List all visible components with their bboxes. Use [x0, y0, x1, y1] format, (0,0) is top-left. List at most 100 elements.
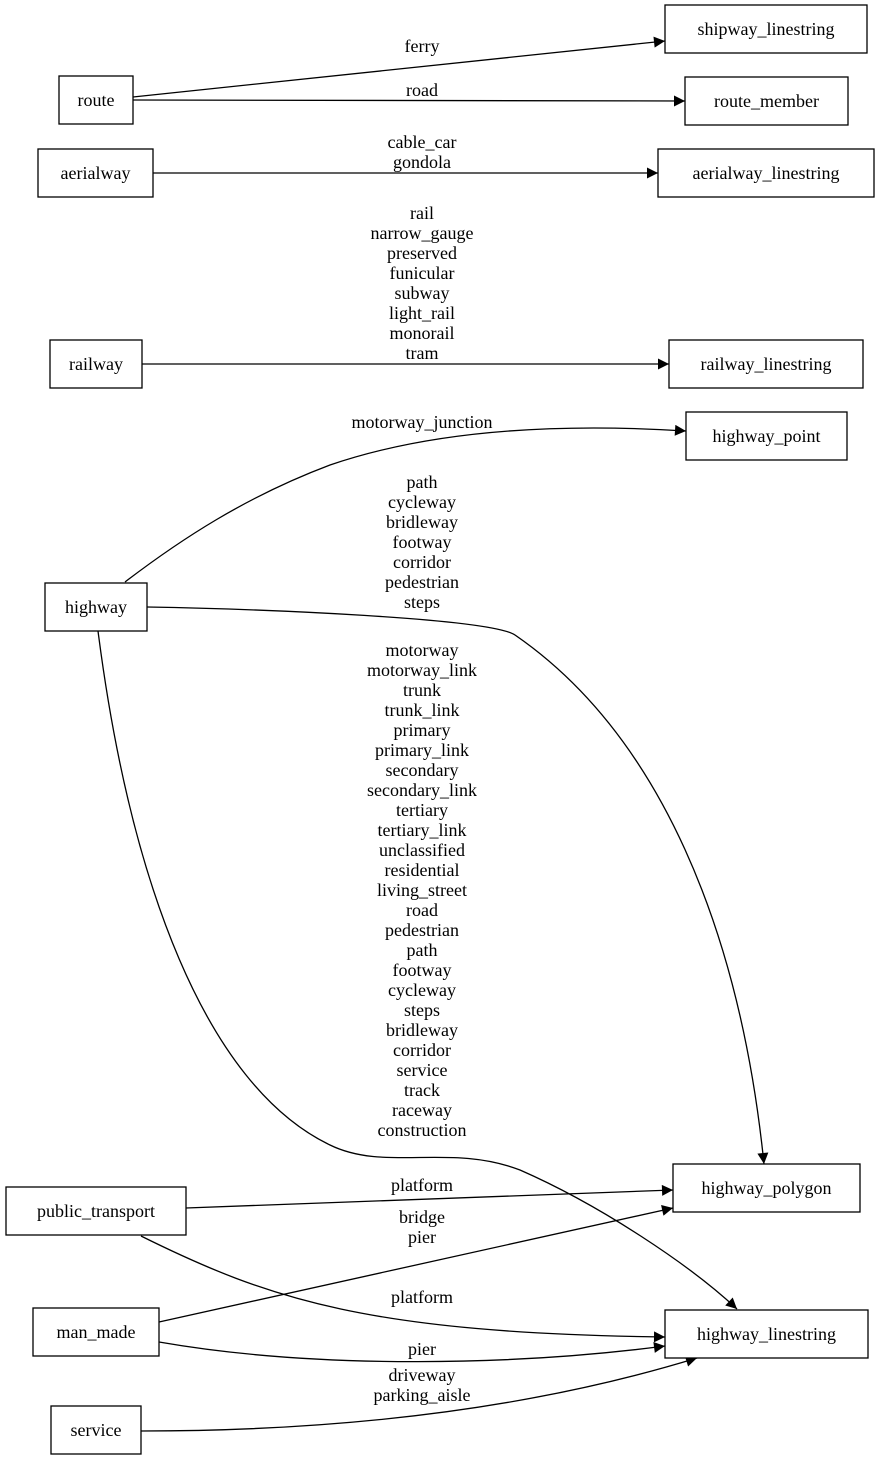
node-highway-point: highway_point [685, 411, 848, 461]
node-label: route [78, 90, 115, 110]
node-box [664, 1309, 869, 1359]
node-route-member: route_member [684, 76, 849, 126]
node-highway-linestring: highway_linestring [664, 1309, 869, 1359]
edge-label: tertiary [396, 800, 448, 820]
node-label: man_made [57, 1322, 136, 1342]
edge-railway-to-railway-linestring: railnarrow_gaugepreservedfunicularsubway… [142, 203, 669, 370]
edge-arrow [124, 424, 687, 583]
node-box [657, 148, 875, 198]
edge-label: pier [408, 1227, 436, 1247]
edge-label: secondary_link [367, 780, 477, 800]
node-man-made: man_made [32, 1307, 160, 1357]
edge-label: pier [408, 1339, 436, 1359]
edge-highway-to-highway-linestring: motorwaymotorway_linktrunktrunk_linkprim… [97, 630, 738, 1310]
node-label: highway [65, 597, 127, 617]
node-box [50, 1405, 142, 1455]
edge-label: road [406, 80, 438, 100]
nodes: route aerialway railway highway public_trans… [5, 4, 875, 1455]
edge-label: trunk_link [385, 700, 460, 720]
edge-arrow [132, 95, 686, 107]
edge-label: cable_car [388, 132, 457, 152]
edge-label: path [407, 472, 438, 492]
node-box [684, 76, 849, 126]
node-label: highway_linestring [697, 1324, 836, 1344]
edges: ferryroadcable_cargondolarailnarrow_gaug… [97, 36, 769, 1432]
node-box [668, 339, 864, 389]
edge-label: living_street [377, 880, 467, 900]
edge-label: platform [391, 1175, 453, 1195]
edge-arrow [97, 630, 738, 1310]
edge-arrow [140, 1235, 666, 1343]
node-label: aerialway_linestring [693, 163, 840, 183]
node-shipway-linestring: shipway_linestring [664, 4, 868, 54]
edge-label: pedestrian [385, 572, 459, 592]
edge-label: path [407, 940, 438, 960]
edge-label: bridleway [386, 1020, 458, 1040]
edge-label: construction [378, 1120, 467, 1140]
edge-label: monorail [390, 323, 455, 343]
edge-public-transport-to-highway-linestring: platform [140, 1235, 666, 1343]
edge-label: footway [393, 532, 452, 552]
node-aerialway-linestring: aerialway_linestring [657, 148, 875, 198]
edge-label: platform [391, 1287, 453, 1307]
edge-label: corridor [393, 552, 451, 572]
node-label: service [71, 1420, 122, 1440]
node-label: highway_point [713, 426, 821, 446]
edge-label: rail [410, 203, 434, 223]
edge-label: primary [394, 720, 451, 740]
node-label: public_transport [37, 1201, 155, 1221]
edge-highway-to-highway-point: motorway_junction [124, 412, 687, 583]
edge-route-to-route-member: road [132, 80, 686, 107]
edge-label: corridor [393, 1040, 451, 1060]
edge-label: tram [406, 343, 439, 363]
edge-route-to-shipway-linestring: ferry [132, 36, 666, 98]
edge-label: bridleway [386, 512, 458, 532]
edge-arrow [140, 1355, 698, 1432]
edge-label: motorway_link [367, 660, 477, 680]
edge-label: light_rail [389, 303, 455, 323]
node-box [32, 1307, 160, 1357]
edge-label: cycleway [388, 492, 456, 512]
edge-label: track [404, 1080, 440, 1100]
node-public-transport: public_transport [5, 1186, 187, 1236]
edge-label: unclassified [379, 840, 465, 860]
edge-label: primary_link [375, 740, 469, 760]
edge-label: steps [404, 1000, 440, 1020]
node-service: service [50, 1405, 142, 1455]
node-route: route [58, 75, 134, 125]
edge-public-transport-to-highway-polygon: platform [185, 1175, 674, 1209]
edge-label: bridge [399, 1207, 445, 1227]
node-railway: railway [49, 339, 143, 389]
node-label: aerialway [61, 163, 131, 183]
edge-label: preserved [387, 243, 457, 263]
node-box [44, 582, 148, 632]
node-box [672, 1163, 861, 1213]
node-label: railway [69, 354, 123, 374]
edge-label: tertiary_link [378, 820, 467, 840]
edge-arrow [185, 1184, 674, 1209]
edge-label: trunk [403, 680, 441, 700]
edge-label: driveway [389, 1365, 456, 1385]
edge-man-made-to-highway-linestring: pier [158, 1339, 666, 1363]
node-box [664, 4, 868, 54]
edge-arrow [158, 1205, 674, 1323]
edge-label: motorway [386, 640, 459, 660]
node-label: highway_polygon [702, 1178, 832, 1198]
edge-label: cycleway [388, 980, 456, 1000]
edge-highway-to-highway-polygon: pathcyclewaybridlewayfootwaycorridorpede… [146, 472, 769, 1165]
edge-label: narrow_gauge [371, 223, 474, 243]
node-highway-polygon: highway_polygon [672, 1163, 861, 1213]
edge-label: ferry [405, 36, 440, 56]
edge-label: pedestrian [385, 920, 459, 940]
edge-label: service [397, 1060, 448, 1080]
node-box [37, 148, 154, 198]
node-box [685, 411, 848, 461]
edge-label: raceway [392, 1100, 452, 1120]
edge-label: road [406, 900, 438, 920]
node-highway: highway [44, 582, 148, 632]
edge-label: residential [385, 860, 460, 880]
